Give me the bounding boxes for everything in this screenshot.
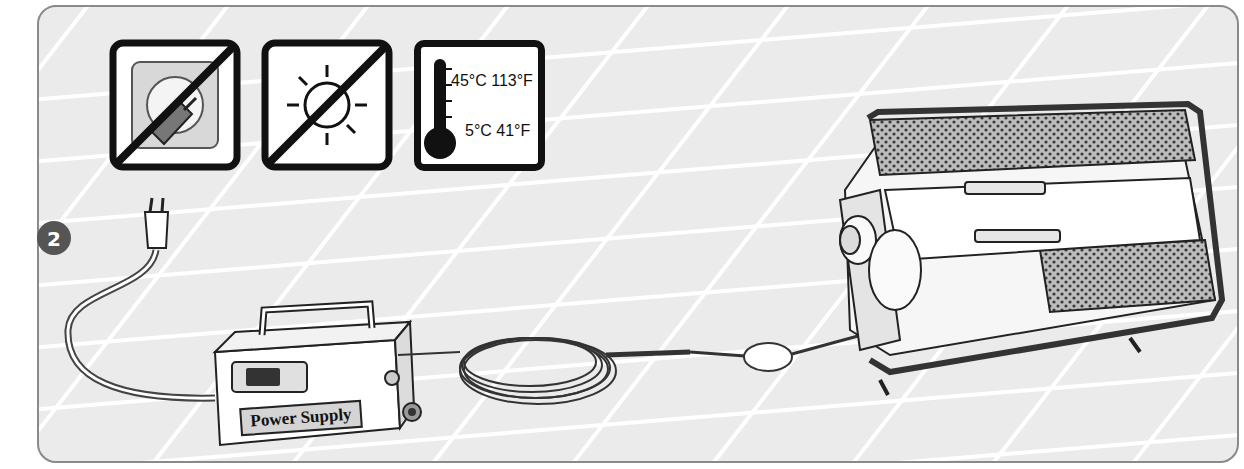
- node-text: 2: [37, 227, 71, 251]
- frame-border: [38, 6, 1238, 462]
- node-text: 5°C 41°F: [465, 121, 530, 140]
- floor-tiles: [38, 6, 1238, 462]
- tile-line: [38, 434, 1238, 462]
- pool-robot: [840, 104, 1222, 395]
- tile-line: [700, 6, 1080, 462]
- frame-background: [38, 6, 1238, 462]
- power-supply-unit: [215, 304, 421, 445]
- tile-line: [420, 6, 800, 462]
- floating-cable: [398, 330, 880, 404]
- node-text: 45°C 113°F: [451, 71, 533, 90]
- tile-line: [560, 6, 940, 462]
- mains-cord: [68, 198, 215, 398]
- tile-line: [840, 6, 1220, 462]
- callout-number: 2: [37, 221, 71, 255]
- no-socket-icon: [113, 43, 237, 167]
- temperature-icon: 45°C 113°F 5°C 41°F: [414, 40, 545, 171]
- no-sun-icon: [265, 43, 389, 167]
- thermometer-symbol: [421, 47, 538, 164]
- node-text: Power Supply: [241, 404, 360, 433]
